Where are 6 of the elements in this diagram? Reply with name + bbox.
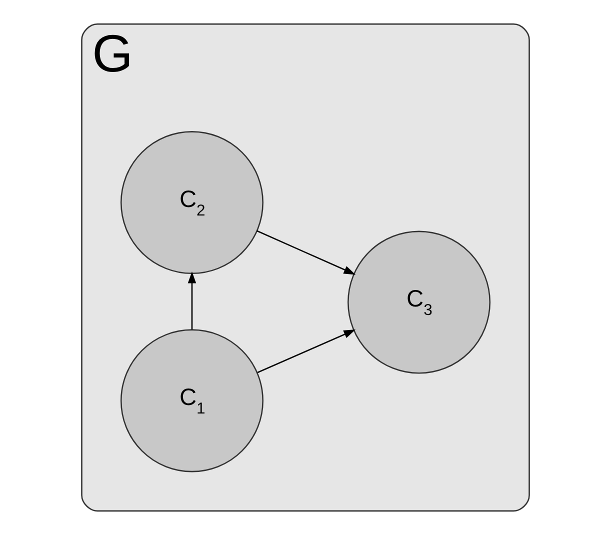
node-circle: C$_{1}$ bbox=[120, 329, 264, 472]
node-circle: C$_{2}$ bbox=[120, 131, 264, 274]
arrow bbox=[188, 271, 196, 330]
arrow bbox=[256, 230, 356, 275]
arrow bbox=[257, 330, 356, 374]
node-circle: C$_{3}$ bbox=[348, 230, 491, 374]
